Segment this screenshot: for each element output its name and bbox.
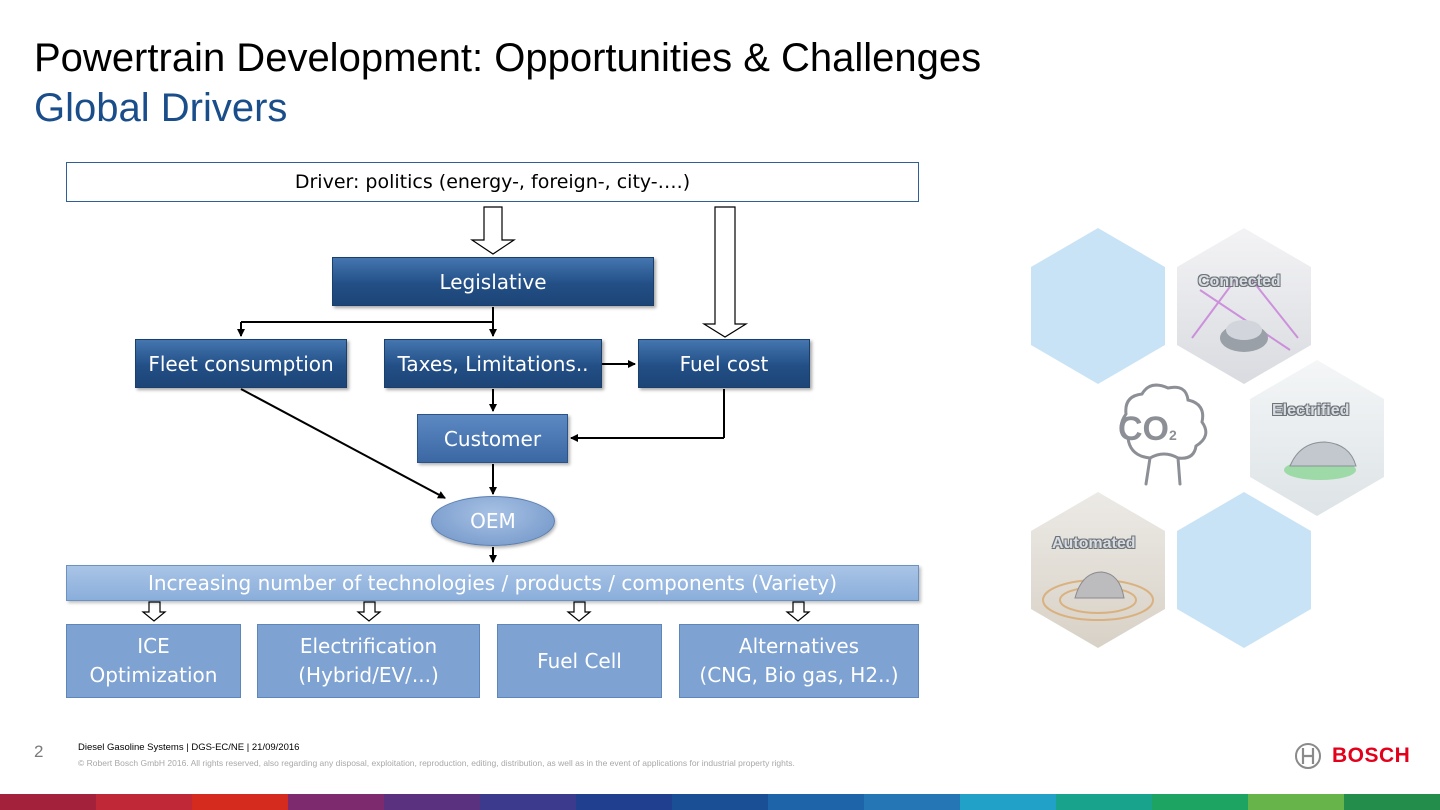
color-bar-segment (0, 794, 96, 810)
co2-subscript: 2 (1169, 427, 1177, 443)
color-bar-segment (1248, 794, 1344, 810)
hollow-arrow-alternatives (785, 601, 811, 622)
color-bar-segment (384, 794, 480, 810)
bosch-logo-icon (1295, 743, 1321, 769)
page-number: 2 (34, 742, 44, 761)
electrification-line1: Electrification (299, 634, 438, 658)
ice-line1: ICE (137, 634, 170, 658)
color-bar-segment (288, 794, 384, 810)
color-bar-segment (768, 794, 864, 810)
alternatives-box: Alternatives (CNG, Bio gas, H2..) (679, 624, 919, 698)
bosch-brand: BOSCH (1332, 744, 1411, 767)
hex-bottom-right (1177, 492, 1311, 648)
alternatives-line1: Alternatives (738, 634, 860, 658)
co2-text: CO (1118, 410, 1169, 448)
variety-box: Increasing number of technologies / prod… (66, 565, 919, 601)
alternatives-line2: (CNG, Bio gas, H2..) (699, 663, 899, 687)
customer-box: Customer (417, 414, 568, 463)
fleet-consumption-box: Fleet consumption (135, 339, 347, 388)
electrification-line2: (Hybrid/EV/...) (298, 663, 439, 687)
ice-line2: Optimization (89, 663, 218, 687)
color-bar-segment (1152, 794, 1248, 810)
hex-electrified (1250, 360, 1384, 516)
footer-copyright: © Robert Bosch GmbH 2016. All rights res… (78, 758, 795, 768)
color-bar-segment (1056, 794, 1152, 810)
color-bar-segment (480, 794, 576, 810)
hollow-arrow-fuel-cost (701, 206, 749, 338)
color-bar-segment (960, 794, 1056, 810)
co2-tree-icon (1120, 383, 1208, 486)
label-electrified: Electrified (1272, 402, 1350, 419)
color-bar-segment (1344, 794, 1440, 810)
fuel-cell-box: Fuel Cell (497, 624, 662, 698)
color-bar-segment (576, 794, 672, 810)
electrification-box: Electrification (Hybrid/EV/...) (257, 624, 480, 698)
label-connected: Connected (1198, 273, 1281, 290)
hex-connected (1177, 228, 1311, 384)
color-bar-segment (864, 794, 960, 810)
legislative-box: Legislative (332, 257, 654, 306)
hollow-arrow-legislative (470, 206, 516, 255)
taxes-limitations-box: Taxes, Limitations.. (384, 339, 602, 388)
hollow-arrow-ice (141, 601, 167, 622)
hexagon-graphic (1031, 228, 1384, 648)
page-title: Powertrain Development: Opportunities & … (34, 36, 982, 80)
hollow-arrow-fuel-cell (566, 601, 592, 622)
driver-box: Driver: politics (energy-, foreign-, cit… (66, 162, 919, 202)
color-bar-segment (672, 794, 768, 810)
ice-box: ICE Optimization (66, 624, 241, 698)
page-subtitle: Global Drivers (34, 86, 288, 130)
fuel-cost-box: Fuel cost (638, 339, 810, 388)
footer-info: Diesel Gasoline Systems | DGS-EC/NE | 21… (78, 742, 300, 753)
arrow-fleet-oem (240, 388, 446, 499)
hex-automated (1031, 492, 1165, 648)
oem-ellipse: OEM (431, 496, 555, 546)
bottom-color-bar (0, 794, 1440, 810)
color-bar-segment (96, 794, 192, 810)
label-automated: Automated (1052, 535, 1136, 552)
color-bar-segment (192, 794, 288, 810)
co2-label: CO2 (1118, 410, 1177, 449)
hollow-arrow-electrification (356, 601, 382, 622)
hex-top-left (1031, 228, 1165, 384)
